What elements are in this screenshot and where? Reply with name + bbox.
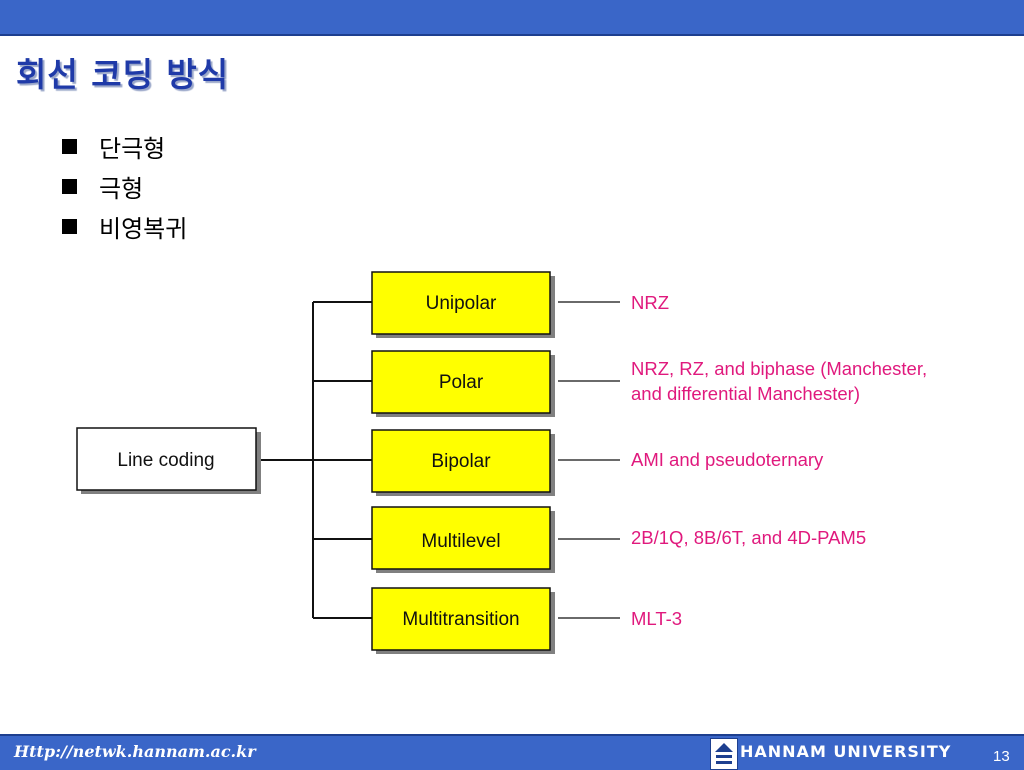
category-label: Bipolar: [431, 451, 491, 472]
category-node-multitransition: Multitransition: [371, 587, 555, 654]
footer-url-link[interactable]: Http://netwk.hannam.ac.kr: [14, 742, 256, 761]
slide-title: 회선 코딩 방식: [16, 55, 230, 94]
bullet-item: 비영복귀: [62, 206, 187, 246]
bullet-item: 극형: [62, 166, 187, 206]
category-label: Unipolar: [426, 293, 497, 314]
university-name: HANNAM UNIVERSITY: [740, 742, 952, 761]
hannam-university-logo-icon: [710, 738, 738, 770]
tree-connectors: [256, 301, 372, 619]
category-node-bipolar: Bipolar: [371, 429, 555, 496]
bullet-text: 극형: [99, 174, 144, 203]
root-node: Line coding: [76, 427, 261, 494]
category-label: Multilevel: [421, 531, 500, 552]
category-node-unipolar: Unipolar: [371, 271, 555, 338]
root-node-label: Line coding: [117, 450, 214, 471]
category-label: Polar: [439, 372, 484, 393]
square-bullet-icon: [62, 138, 77, 154]
category-node-multilevel: Multilevel: [371, 506, 555, 573]
page-number: 13: [993, 748, 1010, 765]
footer-bar: Http://netwk.hannam.ac.kr HANNAM UNIVERS…: [0, 734, 1024, 770]
bullet-item: 단극형: [62, 126, 187, 166]
category-description: 2B/1Q, 8B/6T, and 4D-PAM5: [631, 527, 866, 548]
category-label: Multitransition: [402, 609, 519, 630]
bullet-text: 비영복귀: [99, 214, 188, 243]
top-banner: [0, 0, 1024, 36]
category-description: NRZ, RZ, and biphase (Manchester,: [631, 358, 927, 379]
square-bullet-icon: [62, 218, 77, 234]
bullet-text: 단극형: [99, 134, 166, 163]
category-node-polar: Polar: [371, 350, 555, 417]
bullet-list: 단극형 극형 비영복귀: [62, 126, 187, 246]
category-description: MLT-3: [631, 608, 682, 629]
category-description: AMI and pseudoternary: [631, 449, 824, 470]
category-description: NRZ: [631, 292, 669, 313]
category-description: and differential Manchester): [631, 383, 860, 404]
square-bullet-icon: [62, 178, 77, 194]
description-leaders: [558, 301, 620, 619]
